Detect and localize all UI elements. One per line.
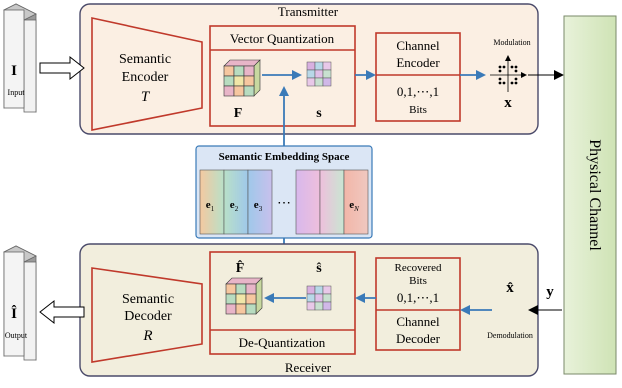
channel-decoder-box: Recovered Bits 0,1,⋯,1 Channel Decoder xyxy=(375,257,461,351)
encoder-label-line2: Encoder xyxy=(122,70,169,85)
embedding-vector-n xyxy=(343,169,369,235)
rx-feature-cube xyxy=(225,277,263,315)
physical-channel-label: Physical Channel xyxy=(586,139,603,251)
encoder-label-line1: Semantic xyxy=(119,52,171,67)
rx-symbol: x̂ xyxy=(506,280,514,296)
channel-decoder-line2: Decoder xyxy=(396,331,441,346)
vq-title: Vector Quantization xyxy=(230,31,335,46)
embedding-vector-4 xyxy=(295,169,321,235)
rx-index-label: ŝ xyxy=(316,261,322,276)
input-symbol: I xyxy=(11,63,17,79)
demodulation-label: Demodulation xyxy=(487,331,533,340)
channel-decoder-line1: Channel xyxy=(396,314,440,329)
input-label: Input xyxy=(8,88,26,97)
decoder-label-line2: Decoder xyxy=(124,309,172,324)
recovered-line1: Recovered xyxy=(394,262,442,274)
output-symbol: Î xyxy=(11,305,17,322)
index-label: s xyxy=(316,106,322,121)
embedding-vector-2 xyxy=(223,169,249,235)
embedding-space: Semantic Embedding Space xyxy=(195,145,373,239)
feature-label: F xyxy=(234,106,243,121)
channel-encoder-line2: Encoder xyxy=(396,55,440,70)
embedding-label-en: eN xyxy=(349,199,359,213)
modulation-label: Modulation xyxy=(493,38,530,47)
output-label: Output xyxy=(5,331,28,340)
recovered-line2: Bits xyxy=(409,275,427,287)
embedding-title: Semantic Embedding Space xyxy=(219,151,350,163)
semantic-decoder: Semantic Decoder R xyxy=(91,267,203,363)
tx-bits-label: Bits xyxy=(409,104,427,116)
rx-index-grid xyxy=(306,285,332,311)
embedding-vector-1 xyxy=(199,169,225,235)
index-grid xyxy=(306,61,332,87)
input-arrow xyxy=(39,55,85,81)
semantic-encoder: Semantic Encoder T xyxy=(91,17,203,131)
tx-symbol: x xyxy=(504,95,512,111)
y-symbol: y xyxy=(546,284,554,300)
tx-bits-value: 0,1,⋯,1 xyxy=(397,84,439,99)
feature-cube xyxy=(223,59,261,97)
transmitter-title: Transmitter xyxy=(278,4,339,19)
rx-bits-value: 0,1,⋯,1 xyxy=(397,290,439,305)
channel-encoder-box: Channel Encoder 0,1,⋯,1 Bits xyxy=(375,32,461,122)
embedding-vector-5 xyxy=(319,169,345,235)
decoder-symbol: R xyxy=(142,328,152,344)
embedding-label-e2: e2 xyxy=(230,199,239,213)
input-image xyxy=(3,3,37,113)
embedding-ellipsis: ⋯ xyxy=(277,196,291,211)
output-arrow xyxy=(39,299,85,325)
physical-channel: Physical Channel xyxy=(563,15,617,375)
embedding-label-e3: e3 xyxy=(254,199,263,213)
constellation-icon xyxy=(490,55,527,92)
embedding-label-e1: e1 xyxy=(206,199,215,213)
output-image xyxy=(3,245,37,361)
dq-title: De-Quantization xyxy=(239,335,326,350)
decoder-label-line1: Semantic xyxy=(122,292,174,307)
receiver-title: Receiver xyxy=(285,360,332,375)
channel-encoder-line1: Channel xyxy=(396,38,440,53)
embedding-vector-3 xyxy=(247,169,273,235)
encoder-symbol: T xyxy=(141,89,151,105)
rx-feature-label: F̂ xyxy=(236,259,245,276)
